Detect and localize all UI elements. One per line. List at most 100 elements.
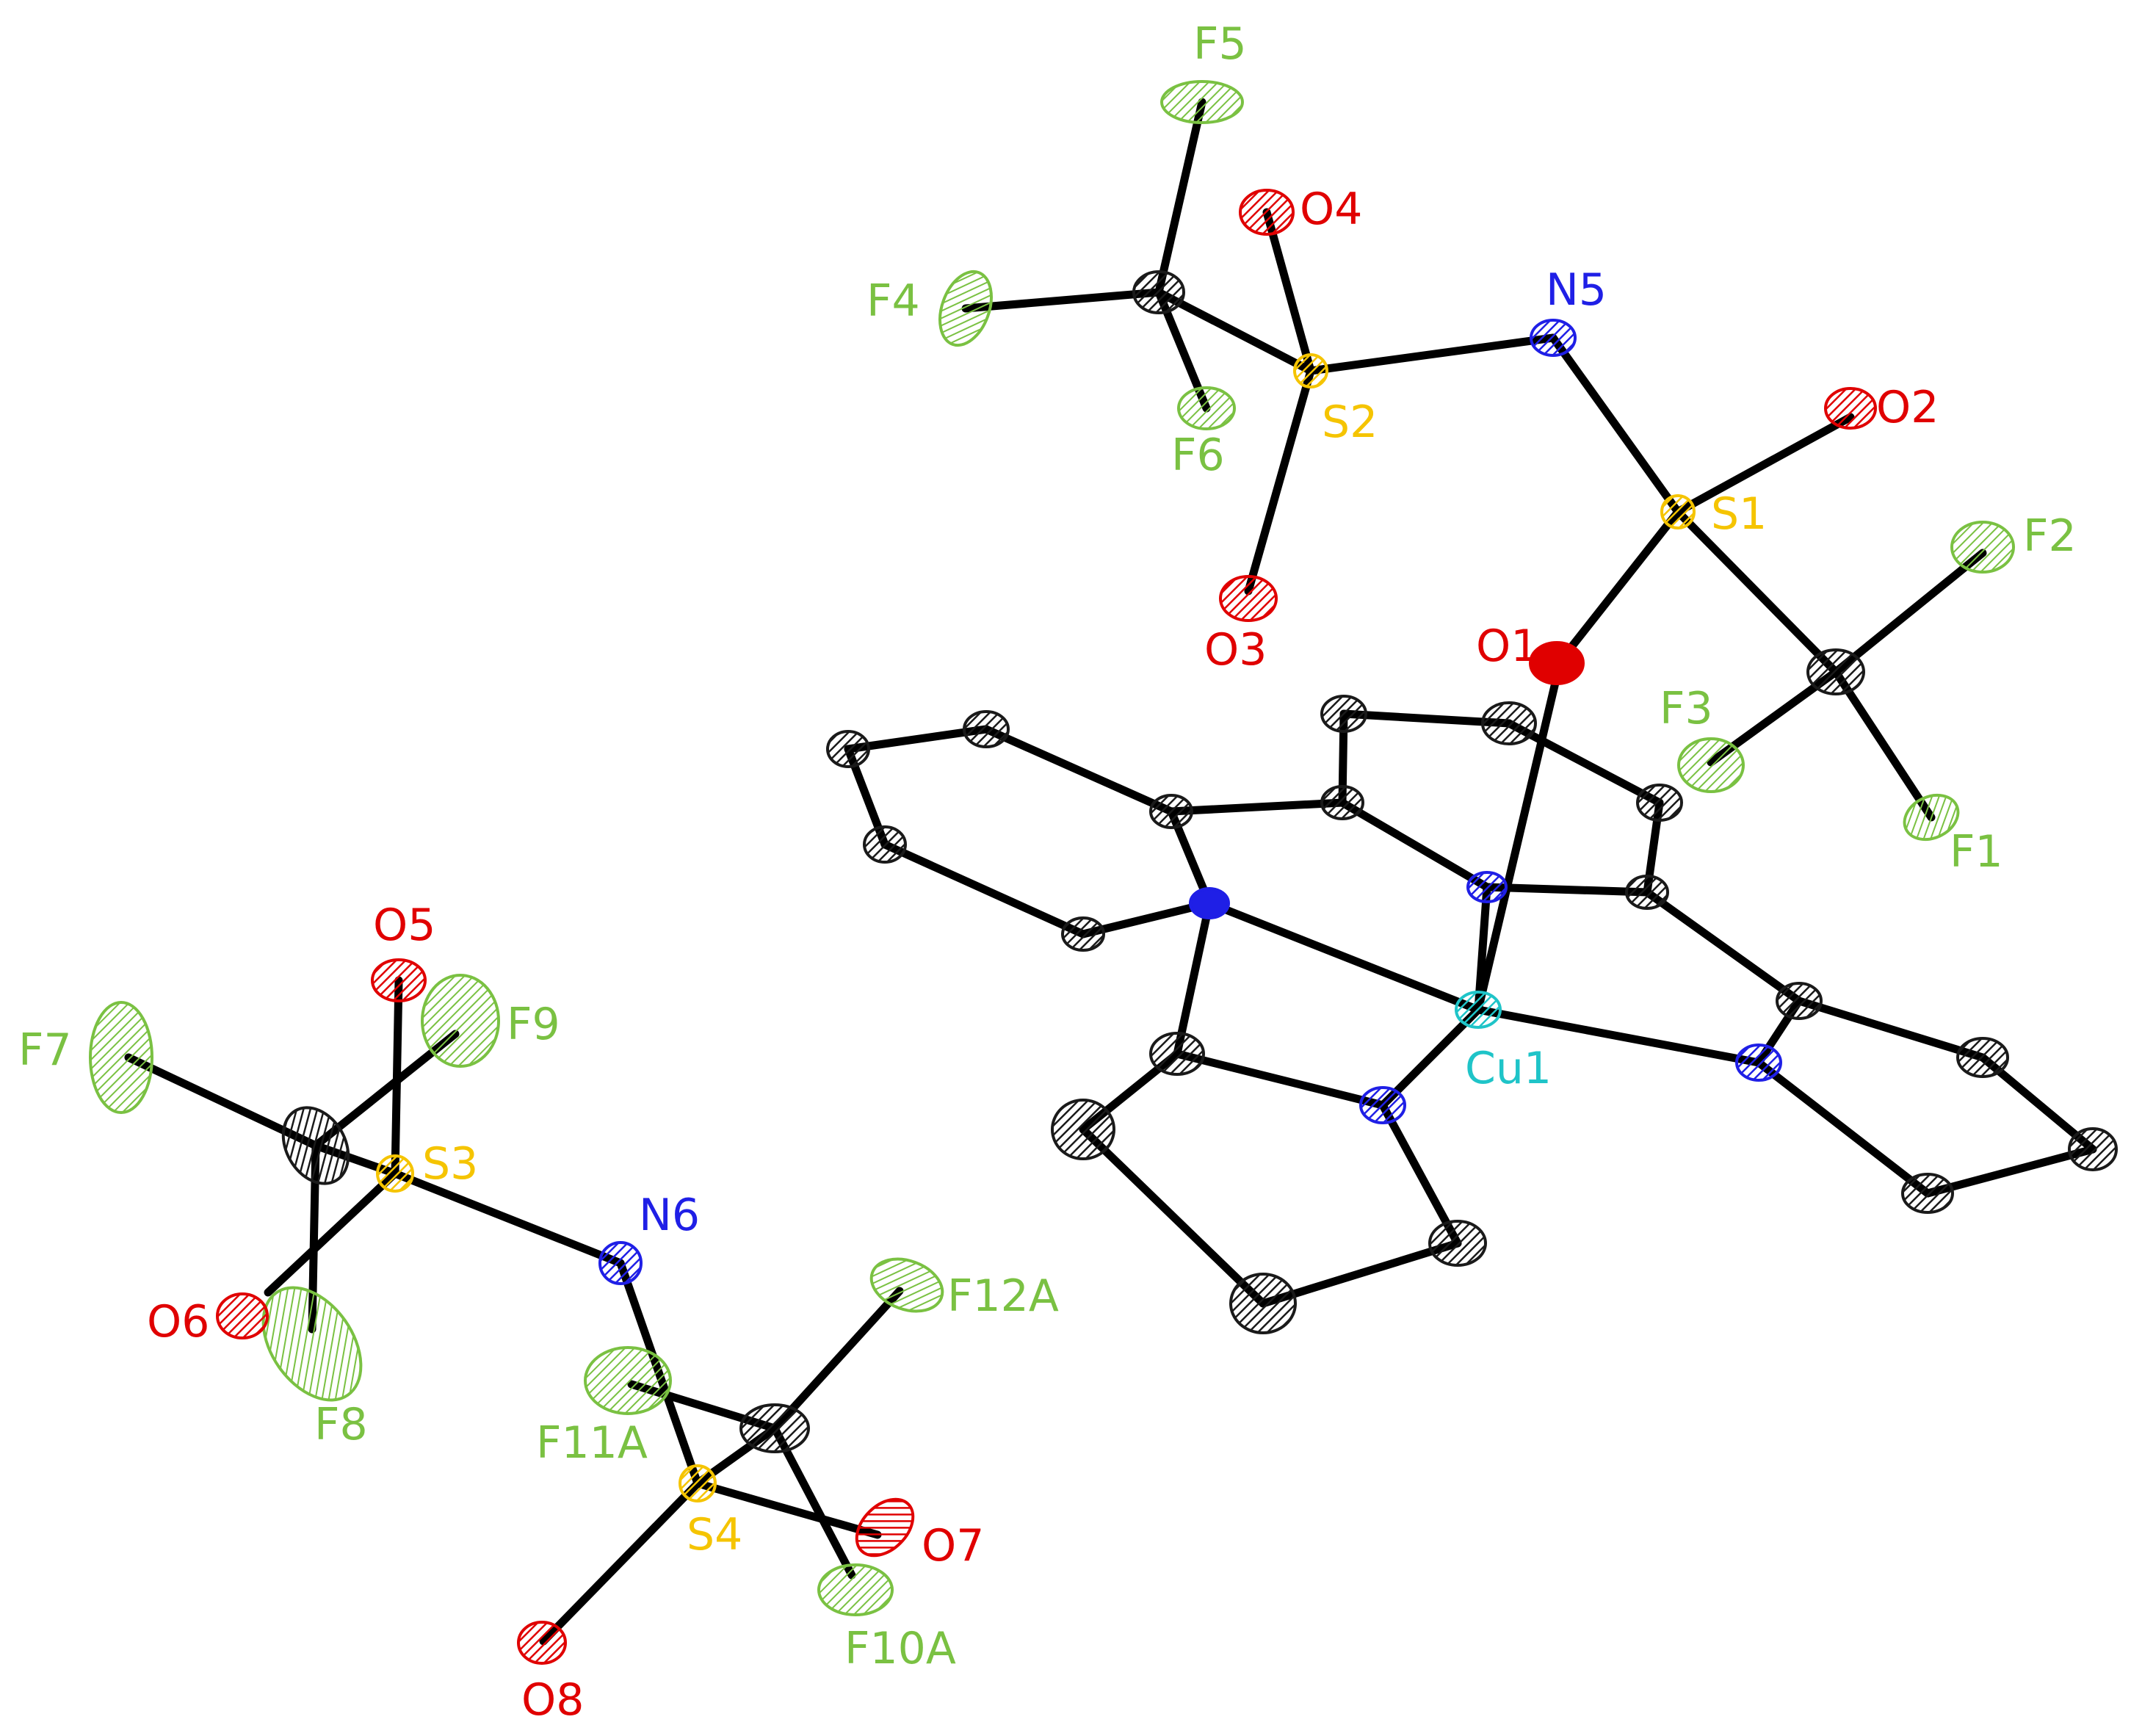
atom-C	[1806, 648, 1865, 695]
atom-N-cation	[1189, 887, 1230, 919]
bond	[961, 288, 1163, 313]
bond	[1483, 883, 1651, 897]
atom-C	[1051, 1099, 1115, 1160]
label-S1: S1	[1711, 488, 1767, 540]
bond	[982, 725, 1176, 816]
bond	[1831, 668, 1936, 822]
bond	[1154, 98, 1206, 297]
bond	[1556, 507, 1682, 665]
atom-F10A	[817, 1563, 894, 1616]
bond	[1306, 333, 1557, 375]
bond	[1173, 899, 1214, 1058]
atom-C	[1776, 982, 1823, 1020]
atom-N-cation	[1359, 1086, 1406, 1124]
label-O4: O4	[1300, 184, 1362, 235]
label-F8: F8	[314, 1399, 368, 1450]
label-O8: O8	[521, 1674, 584, 1726]
bond	[1978, 1053, 2097, 1154]
atom-C	[1956, 1037, 2009, 1078]
label-F2: F2	[2023, 510, 2077, 562]
bond	[1674, 507, 1840, 676]
bond	[770, 1287, 904, 1433]
atom-O8	[517, 1621, 567, 1665]
atom-F8	[261, 1286, 363, 1402]
bond	[1674, 413, 1855, 516]
atom-O4	[1239, 189, 1295, 236]
atom-O7	[855, 1497, 915, 1558]
atom-C	[1149, 1032, 1205, 1076]
atom-layer	[89, 80, 2118, 1665]
bond	[1474, 883, 1491, 1014]
bond	[1378, 1101, 1462, 1248]
atom-F9	[421, 974, 500, 1068]
bond	[1549, 333, 1682, 516]
atom-F12A	[869, 1257, 944, 1313]
atom-C	[281, 1106, 350, 1185]
atom-F4	[938, 270, 993, 347]
atom-F3	[1677, 737, 1745, 793]
atom-C	[1132, 270, 1185, 314]
atom-F2	[1950, 521, 2015, 574]
bond	[1205, 899, 1483, 1014]
atom-S1	[1660, 494, 1696, 529]
atom-F11A	[584, 1346, 672, 1415]
bond	[1474, 657, 1565, 1014]
label-Cu1: Cu1	[1465, 1043, 1552, 1094]
label-O5: O5	[373, 900, 435, 951]
atom-C	[1320, 695, 1367, 733]
bond	[693, 1479, 882, 1539]
atom-C	[1149, 794, 1193, 829]
atom-S3	[376, 1154, 414, 1193]
label-O1: O1	[1476, 621, 1538, 672]
bond	[1643, 888, 1803, 1005]
atom-S2	[1293, 353, 1328, 388]
label-F7: F7	[18, 1024, 72, 1076]
label-S3: S3	[422, 1138, 478, 1190]
atom-F5	[1160, 80, 1244, 124]
atom-Cu1	[1455, 991, 1502, 1029]
atom-O2	[1824, 387, 1877, 430]
bond	[1505, 719, 1664, 807]
bond	[1378, 1005, 1483, 1110]
atom-C	[1901, 1173, 1954, 1214]
bond-layer	[124, 98, 2097, 1646]
atom-C	[1061, 916, 1105, 952]
bond	[1262, 208, 1315, 375]
atom-O6	[216, 1292, 269, 1339]
atom-C	[739, 1403, 810, 1453]
label-N6: N6	[639, 1190, 700, 1241]
label-F1: F1	[1950, 826, 2003, 878]
label-S4: S4	[687, 1509, 742, 1560]
label-O2: O2	[1876, 382, 1939, 433]
label-F9: F9	[507, 999, 560, 1050]
atom-label-layer: F5 O4 F4 N5 S2 F6 O2 S1 F2 O3 O1 F3 F1 C…	[18, 18, 2077, 1726]
bond	[1154, 288, 1315, 375]
atom-C	[1428, 1220, 1487, 1267]
bond	[1338, 798, 1491, 891]
bond	[1173, 1049, 1387, 1110]
atom-C	[2068, 1127, 2118, 1171]
bond	[1474, 1005, 1763, 1067]
atom-N-cation	[1735, 1044, 1782, 1082]
label-F11A: F11A	[536, 1417, 648, 1469]
atom-N6	[598, 1241, 643, 1285]
label-O6: O6	[147, 1296, 209, 1348]
bond	[770, 1424, 856, 1580]
label-N5: N5	[1546, 264, 1607, 316]
bond	[1754, 1058, 1932, 1198]
atom-C	[1320, 785, 1364, 820]
bond	[1259, 1239, 1462, 1308]
bond	[1244, 366, 1315, 596]
label-O7: O7	[922, 1520, 984, 1572]
atom-O3	[1219, 575, 1278, 622]
atom-S4	[679, 1464, 717, 1502]
label-F5: F5	[1193, 18, 1247, 70]
atom-F6	[1177, 386, 1236, 430]
atom-N-cation	[1466, 871, 1508, 903]
atom-C	[1229, 1273, 1297, 1334]
label-F4: F4	[866, 275, 920, 327]
atom-O1	[1529, 641, 1585, 685]
atom-C	[863, 825, 907, 864]
bond	[391, 1169, 625, 1267]
